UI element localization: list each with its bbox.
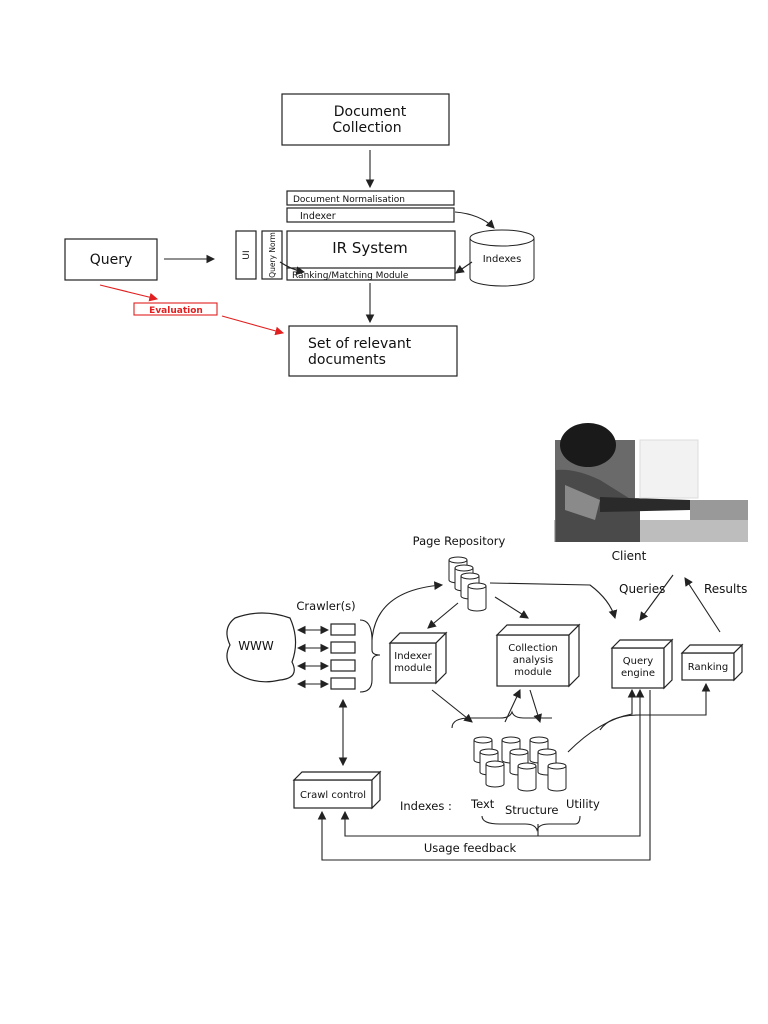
indexes-label: Indexes : [400, 799, 452, 813]
arrow-evaluation-to-results [221, 315, 285, 336]
arrow-indexer-to-indexes [431, 689, 473, 723]
client-label: Client [612, 549, 647, 563]
arrow-indexes-to-collection [504, 689, 521, 723]
collection-analysis-line2: analysis [513, 655, 554, 666]
arrow-repository-to-query-engine [489, 582, 618, 620]
relevant-documents-line1: Set of relevant [308, 336, 412, 352]
loop-structure-to-crawl-control [340, 810, 538, 837]
www-label: WWW [238, 639, 274, 653]
query-label: Query [90, 252, 133, 268]
arrow-collection-to-indexes [529, 689, 542, 724]
usage-feedback-label: Usage feedback [424, 841, 517, 855]
indexes-bottom-brace [481, 815, 581, 832]
page-repository-label: Page Repository [413, 534, 506, 548]
query-norm-label: Query Norm [268, 232, 277, 278]
evaluation-box: Evaluation [133, 302, 218, 316]
relevant-documents-box: Set of relevant documents [288, 325, 458, 377]
indexer-module-box: Indexer module [388, 631, 448, 685]
collection-analysis-box: Collection analysis module [495, 623, 581, 688]
query-box: Query [64, 238, 158, 281]
indexes-label: Indexes [483, 254, 522, 265]
indexer-box: Indexer [286, 207, 455, 223]
arrow-repository-to-collection [494, 596, 529, 619]
index-cylinders [473, 736, 567, 792]
ir-system-label: IR System [332, 239, 408, 257]
arrow-indexes-to-ranking [455, 261, 473, 274]
arrow-query-to-evaluation [99, 284, 159, 302]
utility-index-label: Utility [566, 797, 600, 811]
ranking-box: Ranking [680, 643, 744, 682]
query-engine-line1: Query [623, 656, 653, 667]
query-norm-box: Query Norm [261, 230, 283, 280]
client-photo [554, 420, 748, 542]
crawl-control-box: Crawl control [292, 770, 382, 810]
arrow-repository-to-indexer [427, 602, 459, 629]
arrow-indexer-to-indexes [454, 211, 495, 229]
ranking-label: Ranking [688, 662, 728, 673]
indexes-top-brace [451, 710, 552, 729]
structure-index-label: Structure [505, 803, 559, 817]
indexes-cylinder: Indexes [469, 229, 535, 287]
relevant-documents-line2: documents [308, 352, 386, 368]
document-collection-line2: Collection [332, 120, 401, 136]
query-engine-box: Query engine [610, 638, 674, 690]
loop-structure-to-query-engine [537, 688, 645, 837]
ir-system-diagram: Document Collection Document Normalisati… [64, 93, 535, 377]
document-collection-line1: Document [334, 104, 407, 120]
text-index-label: Text [470, 797, 495, 811]
queries-label: Queries [619, 582, 665, 596]
arrow-querynorm-to-ranking [279, 261, 306, 276]
crawl-control-label: Crawl control [300, 790, 366, 801]
arrow-ranking-to-client [684, 577, 721, 633]
www-cloud: WWW [226, 612, 297, 683]
arrow-indexes-to-query-engine [567, 688, 637, 753]
ranking-matching-box: Ranking/Matching Module [286, 267, 456, 281]
arrow-indexes-to-ranking [599, 682, 711, 731]
ir-system-box: IR System [286, 230, 456, 270]
evaluation-label: Evaluation [149, 306, 203, 316]
ranking-matching-label: Ranking/Matching Module [292, 271, 409, 281]
search-engine-architecture-diagram: Client Queries Results Page Repository W… [226, 420, 748, 861]
collection-analysis-line1: Collection [508, 643, 557, 654]
indexer-module-line2: module [394, 663, 431, 674]
crawler-boxes [296, 619, 381, 693]
arrow-crawlers-to-repository [371, 581, 444, 641]
ui-box: UI [235, 230, 257, 280]
indexer-label: Indexer [300, 211, 336, 222]
document-collection-box: Document Collection [281, 93, 450, 146]
arrow-client-to-query-engine [639, 574, 674, 621]
loop-usage-feedback [317, 690, 651, 861]
collection-analysis-line3: module [514, 667, 551, 678]
ui-label: UI [242, 250, 252, 259]
document-normalisation-box: Document Normalisation [286, 190, 455, 206]
page-repository-cylinders [448, 556, 487, 612]
crawlers-label: Crawler(s) [296, 599, 355, 613]
document-normalisation-label: Document Normalisation [293, 195, 405, 205]
results-label: Results [704, 582, 747, 596]
query-engine-line2: engine [621, 668, 655, 679]
indexer-module-line1: Indexer [394, 651, 432, 662]
